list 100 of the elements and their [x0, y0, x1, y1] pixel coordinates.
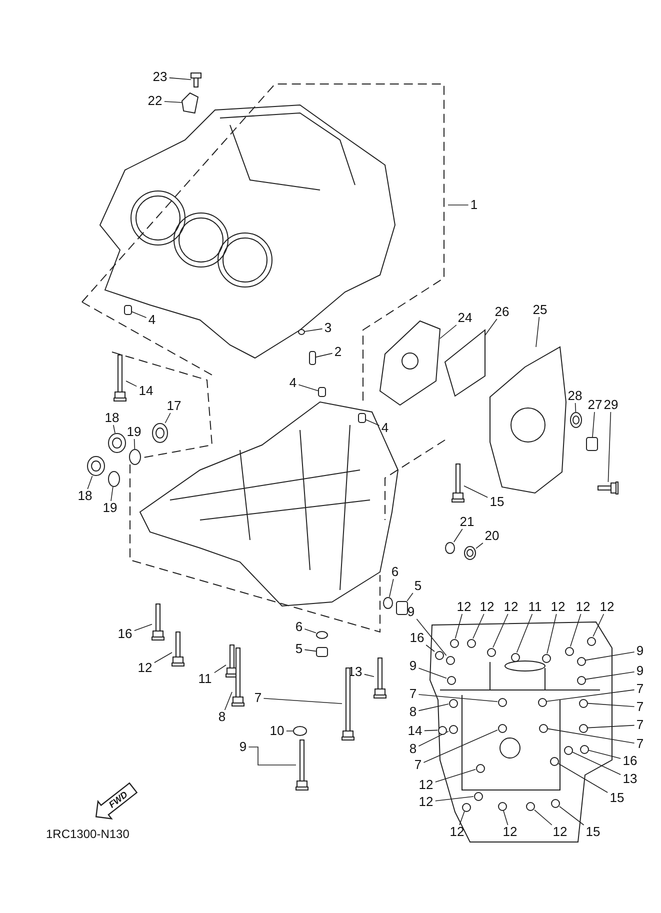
callout-number: 7 [409, 687, 417, 701]
callout-number: 12 [504, 600, 518, 614]
leader-line [132, 311, 147, 318]
bolt-hole-drawing [564, 646, 574, 656]
callout-number: 18 [78, 489, 92, 503]
callout-number: 26 [494, 305, 510, 319]
callout-number: 24 [458, 311, 472, 325]
leader-line [426, 644, 435, 652]
callout-number: 3 [324, 321, 332, 335]
ring-drawing [293, 726, 307, 736]
leader-line [536, 316, 540, 348]
leader-line [534, 810, 552, 826]
callout-number: 6 [391, 565, 399, 579]
leader-line [298, 384, 318, 392]
leader-line [547, 728, 635, 744]
callout-number: 7 [636, 718, 644, 732]
callout-number: 8 [409, 705, 417, 719]
seal-drawing [87, 456, 105, 476]
callout-number: 12 [576, 600, 590, 614]
bolt-hole-drawing [466, 638, 476, 648]
bolt-hole-drawing [578, 698, 588, 708]
callout-number: 16 [118, 627, 132, 641]
ring-drawing [316, 631, 328, 639]
ring-drawing [108, 471, 120, 487]
gasket-drawing [445, 330, 485, 396]
callout-number: 10 [270, 724, 284, 738]
leader-line [134, 624, 152, 631]
callout-number: 13 [622, 772, 638, 786]
leader-line [304, 649, 316, 652]
callout-number: 7 [636, 700, 644, 714]
callout-number: 19 [126, 425, 142, 439]
callout-number: 7 [636, 737, 644, 751]
seal-drawing [464, 546, 476, 560]
leader-line [126, 380, 137, 387]
callout-number: 9 [636, 664, 644, 678]
ring-drawing [445, 542, 455, 554]
bolt-hole-drawing [576, 676, 586, 684]
callout-number: 15 [586, 825, 600, 839]
callout-number: 7 [414, 758, 422, 772]
bolt-drawing [374, 658, 386, 698]
leader-line [304, 628, 316, 634]
leader-line [546, 614, 557, 654]
leader-line [315, 352, 333, 358]
bolt-hole-drawing [578, 724, 588, 732]
callout-number: 12 [138, 661, 152, 675]
bolt-hole-drawing [564, 746, 572, 754]
callout-number: 12 [456, 600, 472, 614]
bolt-hole-drawing [446, 676, 456, 684]
bolt-hole-drawing [498, 802, 506, 810]
bolt-hole-drawing [434, 650, 444, 660]
leader-line [304, 328, 323, 332]
ring-drawing [383, 597, 393, 609]
bolt-hole-drawing [550, 756, 558, 766]
leader-line [224, 692, 232, 710]
bolt-hole-drawing [446, 656, 454, 664]
leader-line [418, 694, 498, 702]
leader-line [570, 614, 582, 647]
callout-number: 2 [334, 345, 342, 359]
callout-number: 18 [104, 411, 120, 425]
callout-number: 27 [588, 398, 602, 412]
callout-number: 16 [622, 754, 638, 768]
bolt-hole-drawing [476, 764, 484, 772]
cover-drawing [380, 321, 440, 405]
bolt-drawing [152, 604, 164, 640]
collar-drawing [586, 437, 598, 451]
bolt-hole-drawing [542, 654, 550, 662]
leader-line [418, 668, 447, 679]
callout-number: 4 [381, 421, 389, 435]
callout-number: 20 [484, 529, 500, 543]
leader-line [164, 412, 171, 424]
leader-line [424, 730, 438, 732]
callout-number: 22 [148, 94, 162, 108]
leader-line [248, 746, 296, 766]
leader-line [464, 486, 488, 498]
callout-number: 12 [550, 600, 566, 614]
bolt-drawing [232, 648, 244, 706]
bolt-hole-drawing [550, 798, 560, 808]
callout-number: 21 [460, 515, 474, 529]
callout-number: 12 [418, 795, 434, 809]
callout-number: 16 [410, 631, 424, 645]
seal-drawing [108, 433, 126, 453]
dowel-drawing [318, 387, 326, 397]
callout-number: 14 [408, 724, 422, 738]
leader-line [448, 204, 469, 206]
ring-drawing [129, 449, 141, 465]
leader-line [587, 702, 635, 707]
callout-number: 9 [239, 740, 247, 754]
leader-line [559, 806, 584, 826]
bolt-hole-drawing [486, 648, 496, 656]
bolt-hole-drawing [498, 698, 506, 706]
leader-line [164, 101, 182, 103]
leader-line [484, 318, 498, 336]
leader-line [585, 672, 635, 680]
leader-line [113, 424, 116, 434]
leader-line [389, 578, 394, 598]
bolt-hole-drawing [474, 792, 482, 800]
leader-line [416, 618, 447, 656]
callout-number: 28 [568, 389, 582, 403]
leader-line [440, 324, 457, 339]
bolt-drawing [296, 740, 308, 790]
